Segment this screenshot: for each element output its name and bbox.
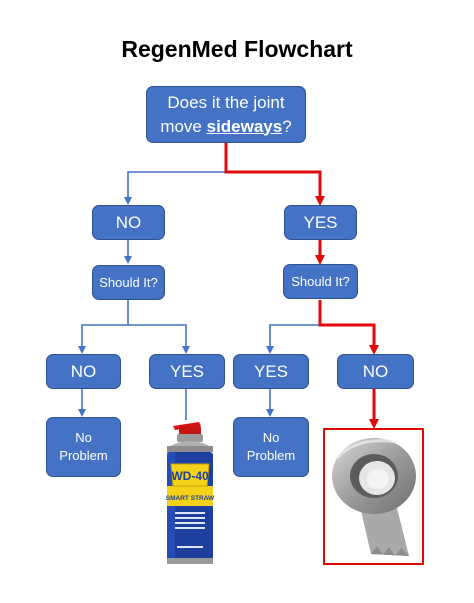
answer-no-left-box: NO — [46, 354, 121, 389]
wd40-logo: WD-40 — [170, 463, 210, 487]
question-line2-prefix: move — [160, 116, 207, 136]
connector-shouldit-yes-right — [266, 324, 320, 354]
no-problem-right-box: No Problem — [233, 417, 309, 477]
question-box: Does it the joint move sideways? — [146, 86, 306, 143]
no-problem-left-box: No Problem — [46, 417, 121, 477]
spray-can-image: WD-40 SMART STRAW — [166, 422, 215, 564]
should-it-left-box: Should It? — [92, 265, 165, 300]
connector-q1-no — [124, 143, 227, 205]
answer-yes-box: YES — [284, 205, 357, 240]
no-problem-left-line1: No — [75, 430, 92, 445]
no-problem-left-line2: Problem — [59, 448, 108, 463]
connector-shouldit-yes — [128, 324, 190, 354]
question-line1: Does it the joint — [167, 92, 285, 112]
question-line2-suffix: ? — [282, 116, 292, 136]
should-it-right-box: Should It? — [283, 264, 358, 299]
highlight-shouldit-no — [318, 300, 379, 355]
no-problem-right-line1: No — [262, 430, 280, 445]
answer-no-right-box: NO — [337, 354, 414, 389]
connector-shouldit-no — [78, 300, 129, 354]
no-problem-right-line2: Problem — [246, 448, 296, 463]
smart-straw-text: SMART STRAW — [166, 495, 215, 502]
question-emphasis: sideways — [206, 116, 283, 136]
question-line2: move sideways? — [160, 115, 291, 139]
highlight-q1-yes — [224, 143, 325, 206]
answer-yes-right-box: YES — [233, 354, 309, 389]
highlight-frame — [323, 428, 424, 565]
wd40-brand-text: WD-40 — [171, 469, 209, 483]
answer-no-box: NO — [92, 205, 165, 240]
page-title: RegenMed Flowchart — [121, 36, 353, 62]
duct-tape-icon — [332, 438, 416, 556]
answer-yes-left-box: YES — [149, 354, 225, 389]
